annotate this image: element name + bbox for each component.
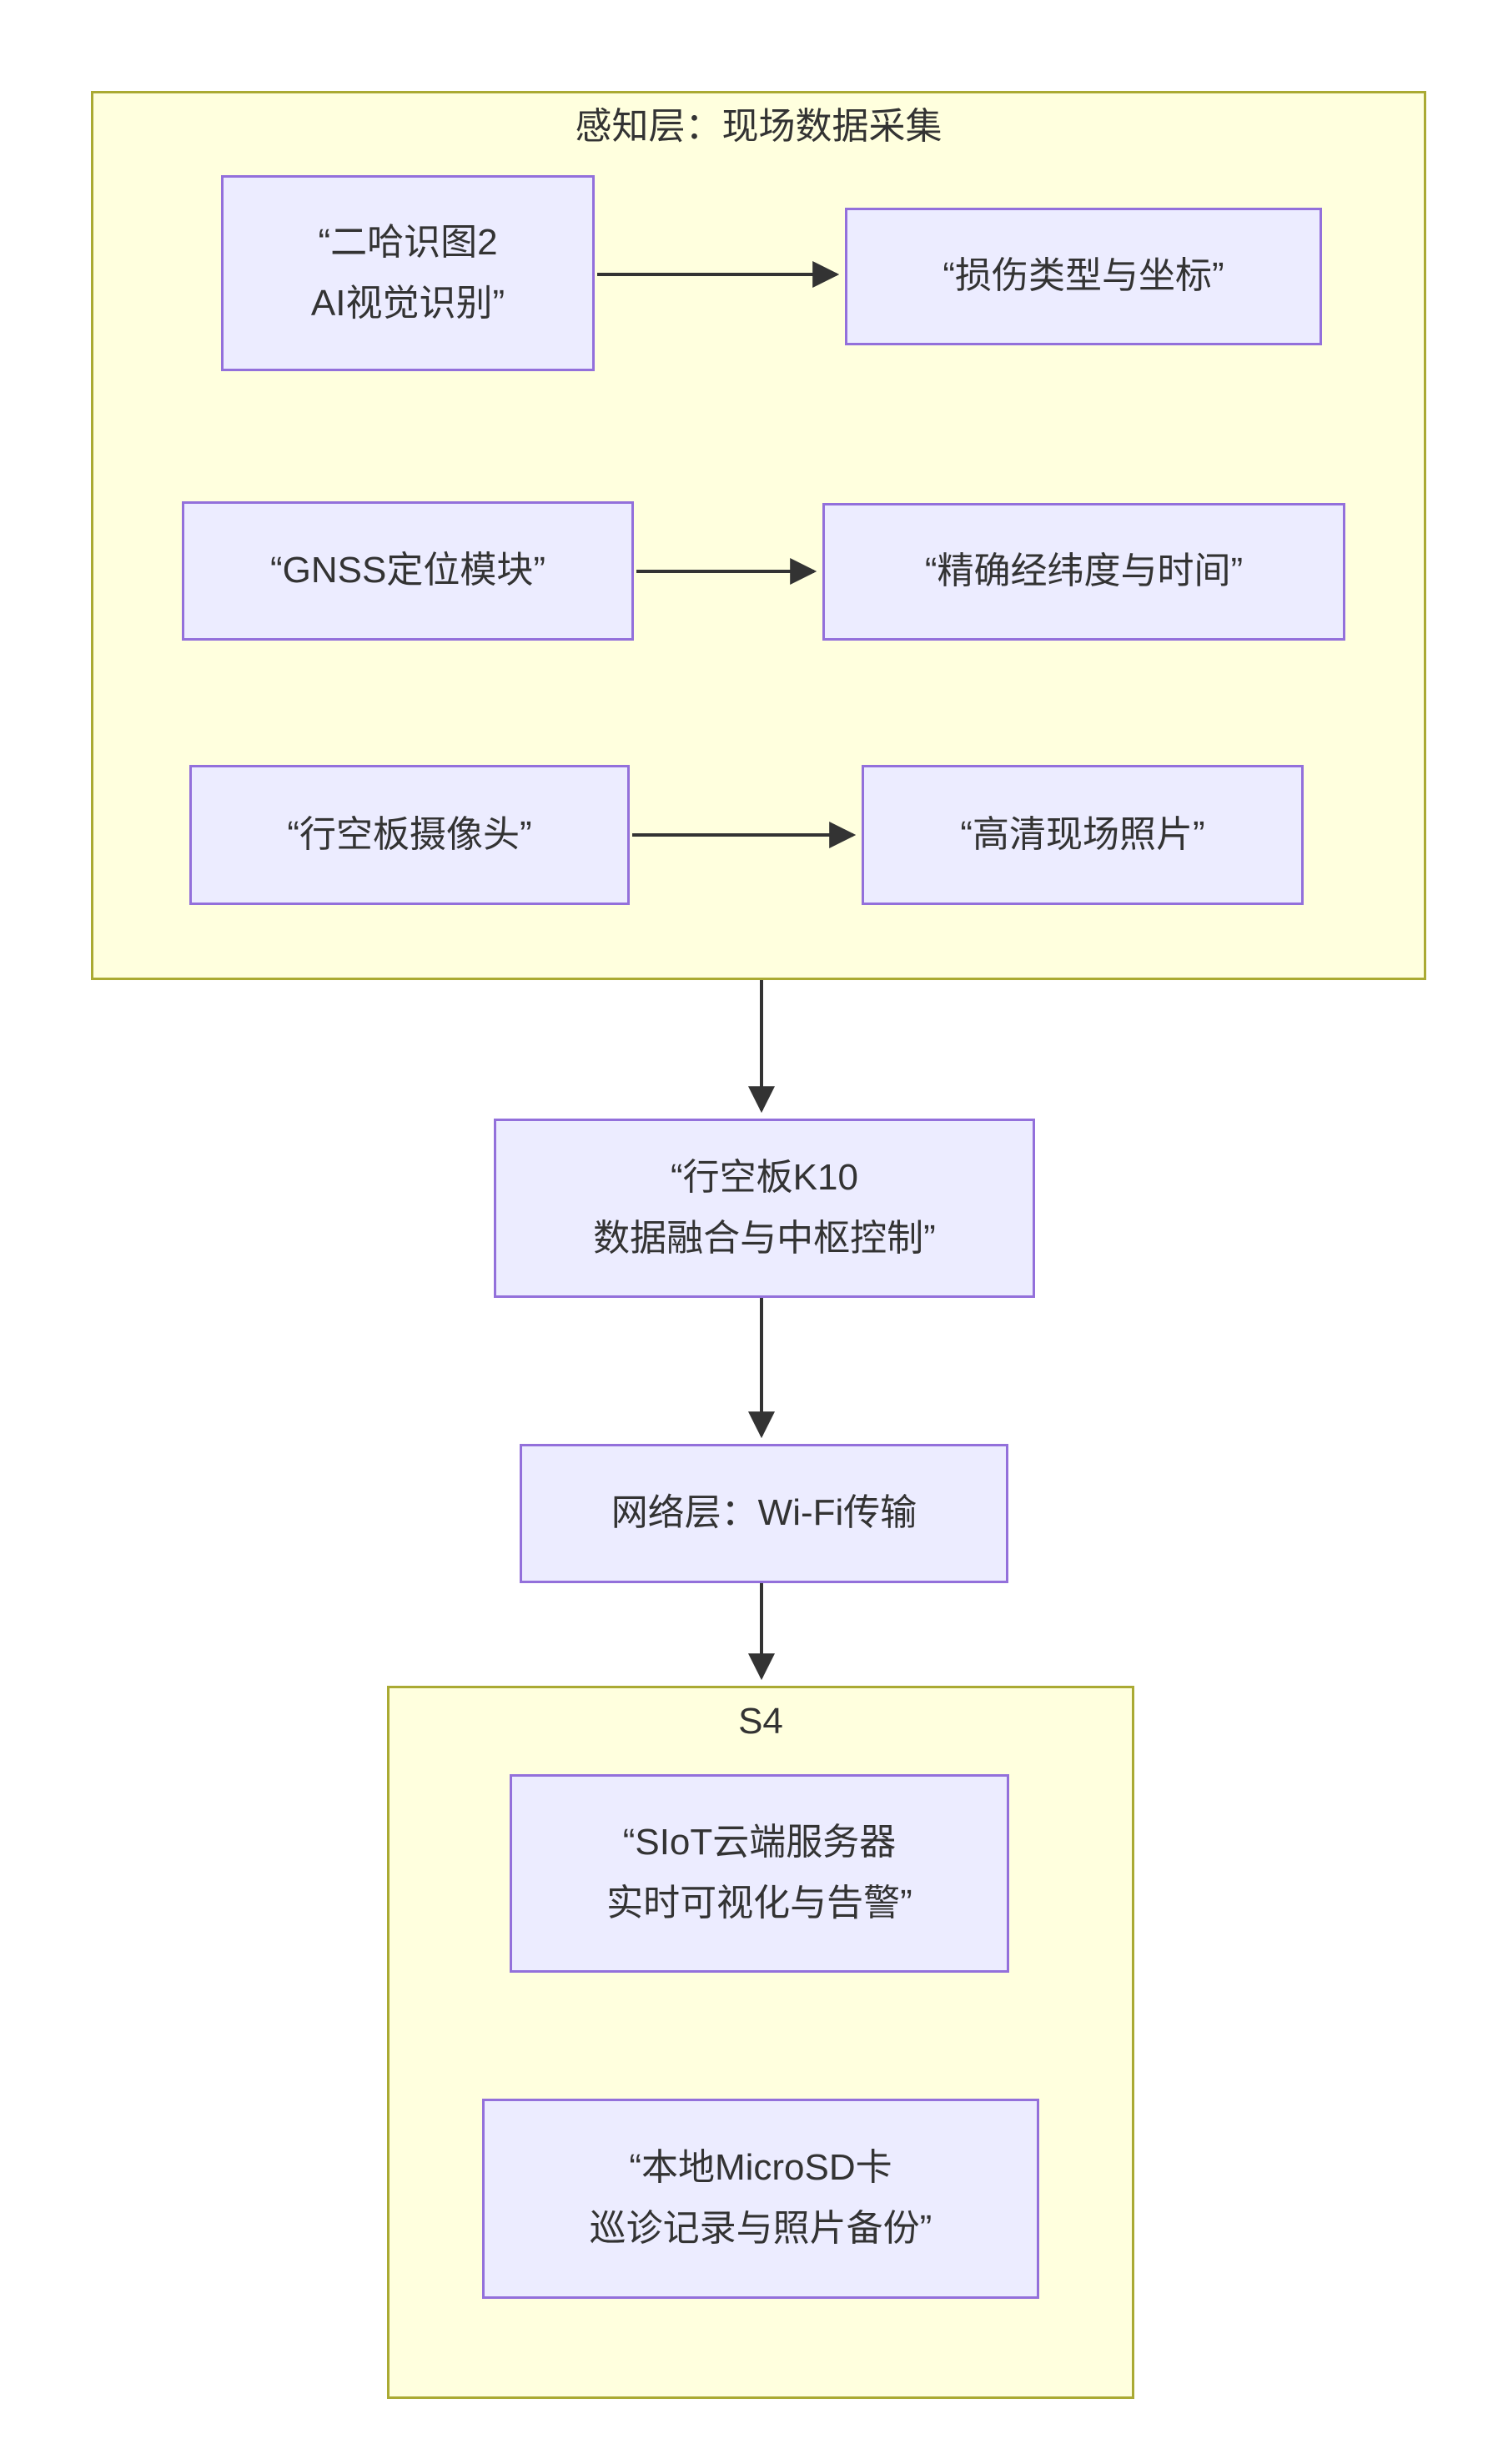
- cluster-perception-title: 感知层：现场数据采集: [575, 106, 942, 147]
- node-siot-line2: 实时可视化与告警”: [606, 1883, 912, 1923]
- node-latlon-time: “精确经纬度与时间”: [822, 503, 1345, 641]
- node-hd-photo: “高清现场照片”: [862, 765, 1304, 905]
- node-k10-hub: “行空板K10 数据融合与中枢控制”: [494, 1119, 1035, 1298]
- node-siot-line1: “SIoT云端服务器: [622, 1822, 897, 1863]
- node-network-wifi: 网络层：Wi-Fi传输: [520, 1444, 1008, 1583]
- node-gnss-line1: “GNSS定位模块”: [270, 550, 545, 591]
- node-photo-line1: “高清现场照片”: [960, 813, 1205, 855]
- node-damage-type-coords: “损伤类型与坐标”: [845, 208, 1322, 345]
- node-latlon-line1: “精确经纬度与时间”: [924, 551, 1244, 592]
- node-network-line1: 网络层：Wi-Fi传输: [611, 1492, 917, 1534]
- node-sdcard-line2: 巡诊记录与照片备份”: [589, 2208, 932, 2249]
- cluster-s4-title: S4: [738, 1701, 783, 1742]
- node-gnss-module: “GNSS定位模块”: [182, 501, 634, 641]
- node-vision-line2: AI视觉识别”: [310, 282, 505, 324]
- node-k10-line2: 数据融合与中枢控制”: [593, 1217, 936, 1259]
- node-camera-line1: “行空板摄像头”: [287, 813, 532, 855]
- node-microsd-backup: “本地MicroSD卡 巡诊记录与照片备份”: [482, 2099, 1039, 2299]
- node-vision-line1: “二哈识图2: [318, 221, 498, 263]
- node-siot-server: “SIoT云端服务器 实时可视化与告警”: [510, 1774, 1009, 1973]
- node-sdcard-line1: “本地MicroSD卡: [629, 2147, 892, 2189]
- node-damage-line1: “损伤类型与坐标”: [942, 255, 1224, 297]
- node-k10-line1: “行空板K10: [671, 1156, 858, 1198]
- node-vision-recognition: “二哈识图2 AI视觉识别”: [221, 175, 595, 371]
- node-camera: “行空板摄像头”: [189, 765, 630, 905]
